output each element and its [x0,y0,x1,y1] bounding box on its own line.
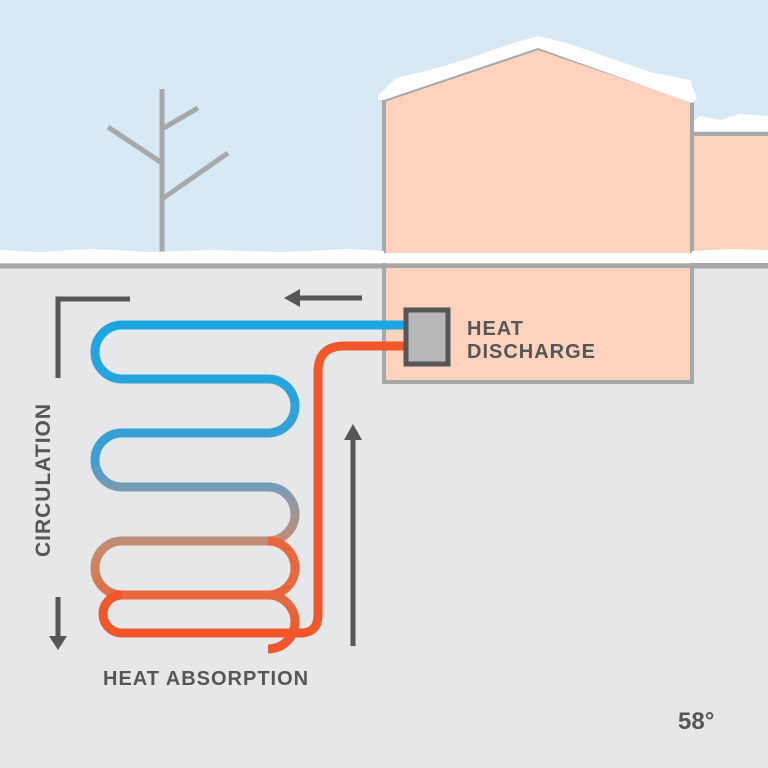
temperature-label: 58° [678,708,715,735]
circulation-label: CIRCULATION [32,402,55,558]
flow-arrow-top-head [284,289,300,307]
heat-discharge-label: HEAT DISCHARGE [467,318,596,364]
heat-exchanger-unit [403,307,451,367]
hot-return-pipe [98,341,408,638]
coil-last-bend [122,536,300,600]
circulation-arrow [55,296,130,640]
heat-discharge-line1: HEAT [467,318,524,340]
heat-absorption-label: HEAT ABSORPTION [103,668,310,690]
flow-arrow-up-head [344,424,362,440]
snow-strip [0,253,768,263]
house-roof-snow [378,36,697,103]
heat-discharge-line2: DISCHARGE [467,341,597,363]
bare-tree-icon [106,89,230,253]
annex-roof-snow [690,114,768,131]
circulation-arrow-head [49,636,67,650]
house-annex [690,132,768,266]
